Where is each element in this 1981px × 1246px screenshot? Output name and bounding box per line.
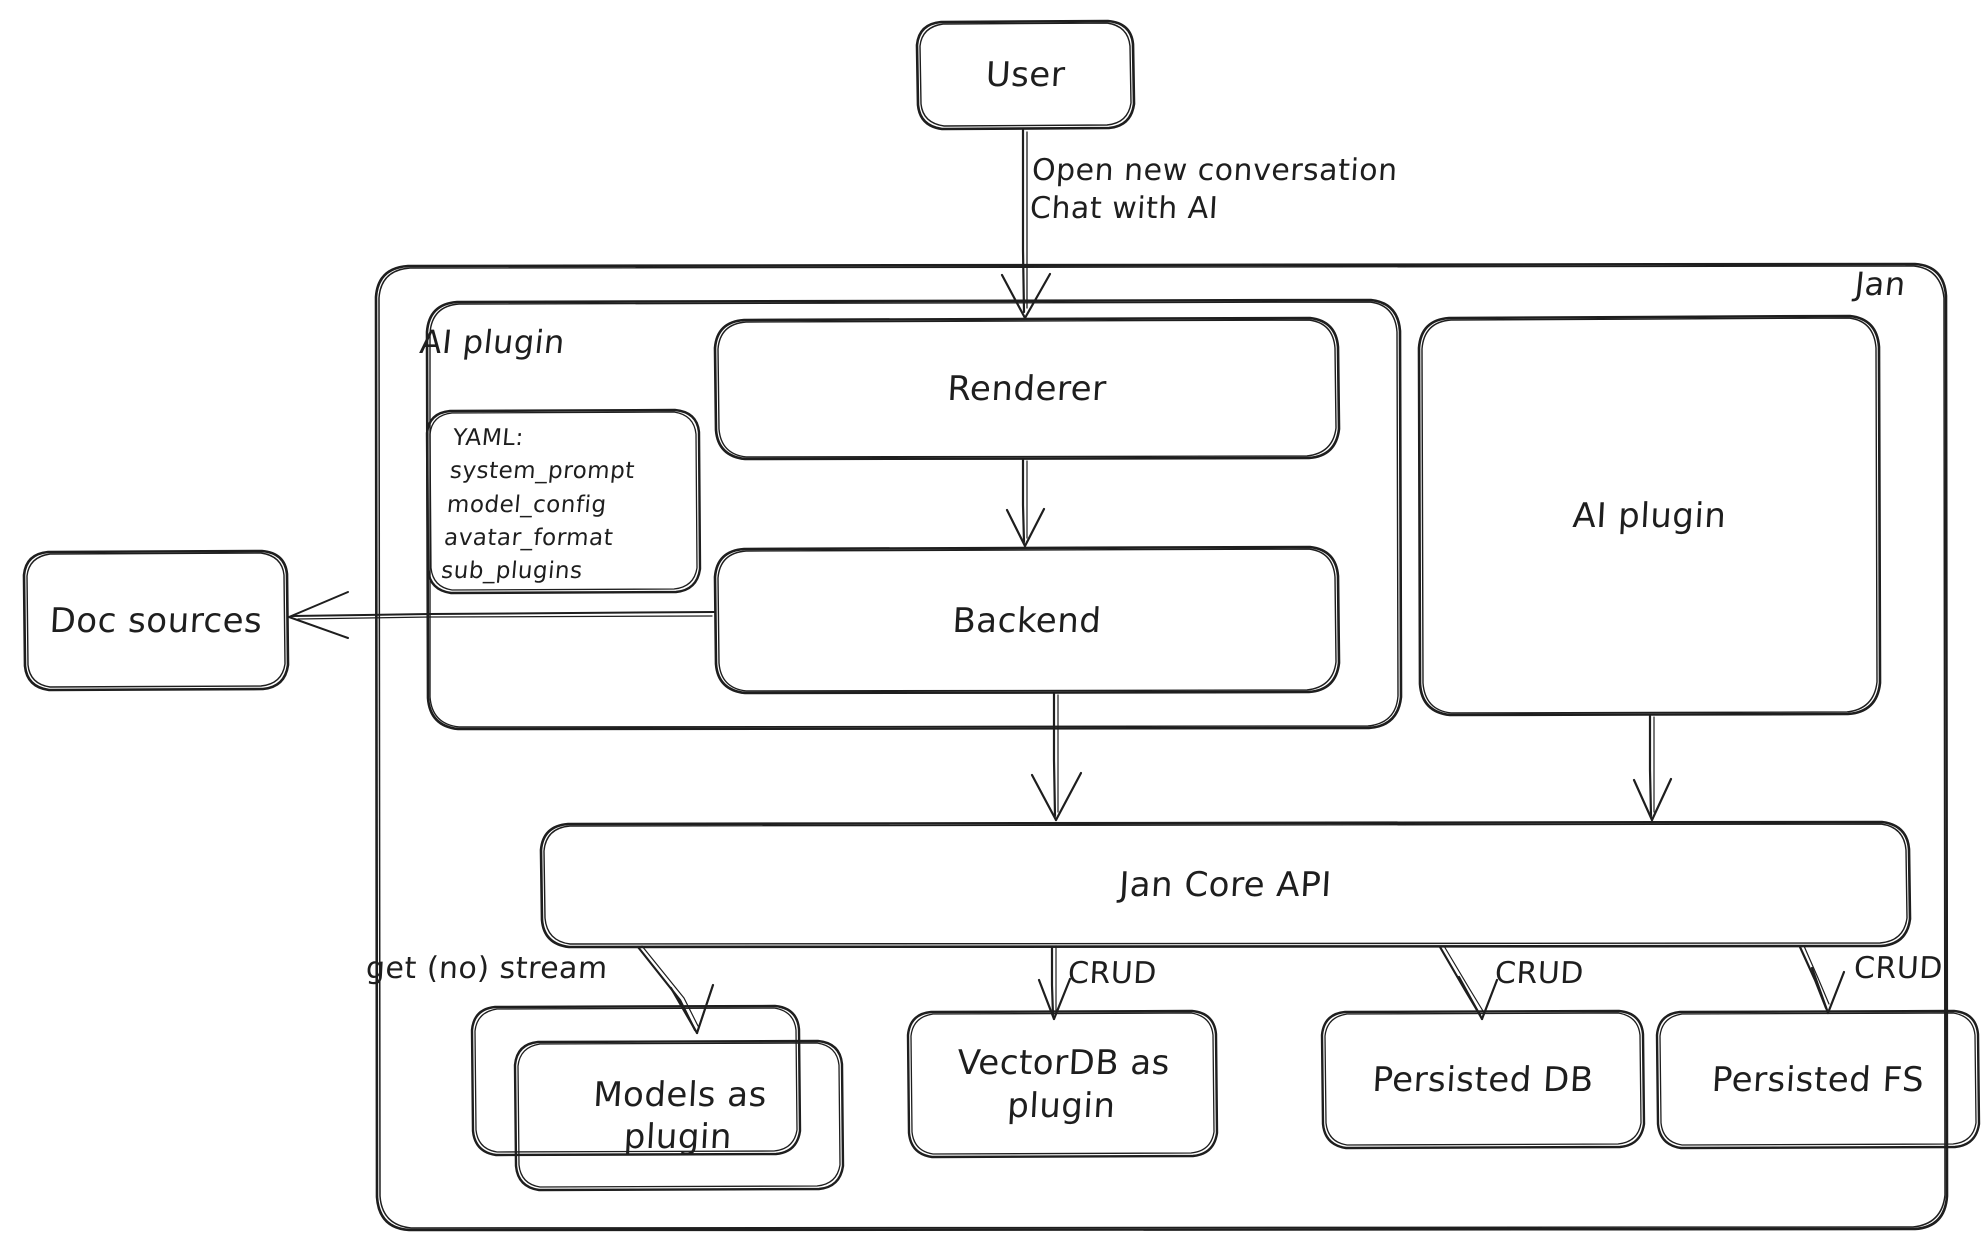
vectordb-as-plugin-box-outline xyxy=(906,1009,1219,1159)
edge-user-to-renderer xyxy=(1000,128,1052,320)
ai-plugin-group-outline xyxy=(425,298,1403,731)
ai-plugin-box-label: AI plugin xyxy=(1571,496,1728,537)
jan-group-outline xyxy=(374,262,1949,1232)
yaml-note-label: YAML: system_prompt model_config avatar_… xyxy=(440,425,636,585)
models-as-plugin-front-box-outline xyxy=(513,1039,845,1192)
edge-label-crud-persisted-db: CRUD xyxy=(1494,956,1585,991)
edge-label-crud-vectordb: CRUD xyxy=(1067,956,1158,991)
persisted-db-node-label: Persisted DB xyxy=(1371,1059,1595,1100)
edge-label-get-no-stream: get (no) stream xyxy=(365,951,609,986)
vectordb-as-plugin-node-label: VectorDB as plugin xyxy=(956,1043,1172,1126)
edge-backend-to-core xyxy=(1030,691,1083,822)
jan-core-api-node-label: Jan Core API xyxy=(1118,865,1333,906)
renderer-box-outline xyxy=(713,316,1341,461)
jan-group-label: Jan xyxy=(1853,265,1908,303)
edge-backend-to-doc-sources xyxy=(288,591,715,639)
backend-node-label: Backend xyxy=(951,600,1103,641)
yaml-note-box-outline xyxy=(425,408,702,595)
ai-plugin-group-label: AI plugin xyxy=(418,323,567,361)
persisted-db-box-outline xyxy=(1320,1009,1646,1150)
edge-ai-plugin-to-core xyxy=(1632,713,1673,822)
edge-renderer-to-backend xyxy=(1005,457,1046,548)
renderer-node-label: Renderer xyxy=(946,369,1108,410)
edge-core-to-persisted-db xyxy=(1438,945,1499,1021)
edge-label-crud-persisted-fs: CRUD xyxy=(1853,951,1944,986)
doc-sources-box-outline xyxy=(22,549,290,692)
models-as-plugin-node-label: Models as plugin xyxy=(592,1074,769,1158)
persisted-fs-node-label: Persisted FS xyxy=(1710,1059,1926,1100)
edge-core-to-models xyxy=(636,945,715,1035)
models-as-plugin-back-box-outline xyxy=(470,1004,802,1157)
ai-plugin-box-outline xyxy=(1417,314,1882,717)
user-box-outline xyxy=(915,19,1136,131)
edge-label-open-new-conversation: Open new conversation Chat with AI xyxy=(1029,153,1399,226)
edge-core-to-vectordb xyxy=(1037,945,1072,1021)
persisted-fs-box-outline xyxy=(1655,1009,1981,1150)
user-node-label: User xyxy=(984,55,1067,96)
backend-box-outline xyxy=(713,545,1341,695)
doc-sources-node-label: Doc sources xyxy=(48,600,264,641)
jan-core-api-box-outline xyxy=(539,820,1912,949)
edge-core-to-persisted-fs xyxy=(1798,945,1846,1015)
